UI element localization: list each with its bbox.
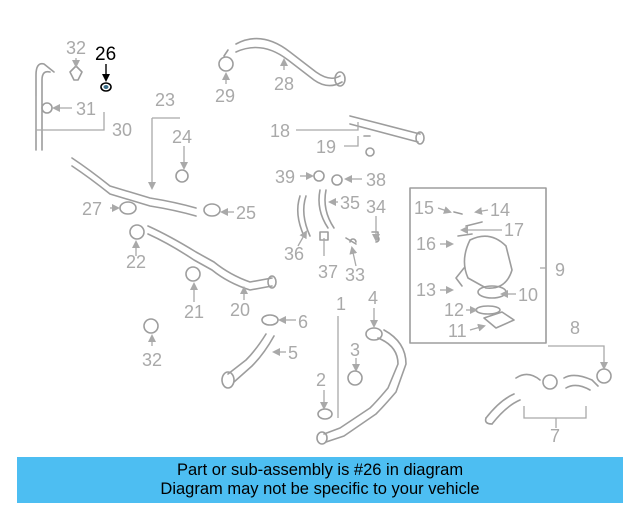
callout-label: 5	[288, 343, 298, 363]
callout-label: 1	[336, 294, 346, 314]
clamp-24	[175, 169, 189, 183]
clamp-32-top	[69, 65, 83, 81]
thermostat-housing-box	[409, 187, 547, 344]
callout-label: 4	[368, 288, 378, 308]
clamp-27	[119, 201, 137, 215]
callout-label: 14	[490, 200, 510, 220]
clamp-39	[313, 170, 325, 182]
callout-label: 18	[270, 121, 290, 141]
hose-8a	[485, 373, 541, 425]
callout-label: 15	[414, 198, 434, 218]
clamp-29	[218, 49, 234, 72]
callout-label: 25	[236, 203, 256, 223]
callout-label: 22	[126, 252, 146, 272]
clamp-38	[331, 174, 343, 186]
callout-label: 38	[366, 170, 386, 190]
callout-label: 37	[318, 262, 338, 282]
banner-line-part: Part or sub-assembly is #26 in diagram	[176, 461, 464, 479]
hose-35	[318, 189, 335, 229]
callout-label: 28	[274, 74, 294, 94]
callout-label: 17	[504, 220, 524, 240]
callout-labels: 32 26 28 29 31 30 23 24 18 19 39 38 27 2…	[66, 38, 580, 446]
hose-5	[227, 333, 275, 383]
callout-label: 24	[172, 127, 192, 147]
callout-label: 11	[448, 321, 467, 341]
info-banner: Part or sub-assembly is #26 in diagram D…	[17, 457, 623, 503]
callout-label: 36	[284, 244, 304, 264]
callout-label: 39	[275, 167, 295, 187]
banner-line-disclaimer: Diagram may not be specific to your vehi…	[160, 480, 480, 498]
callout-label: 32	[66, 38, 86, 58]
callout-label: 29	[215, 86, 235, 106]
leader-lines	[35, 58, 608, 428]
hose-20	[147, 225, 273, 283]
part-33	[345, 237, 357, 245]
clamp-32-bottom	[143, 318, 159, 334]
callout-label: 31	[76, 99, 96, 119]
clamp-4	[365, 327, 383, 341]
callout-label: 3	[350, 340, 360, 360]
clamp-25	[203, 203, 221, 217]
thermostat-housing	[463, 235, 513, 289]
clamp-3	[347, 370, 363, 386]
clamp-31	[41, 102, 53, 114]
part-37	[319, 231, 329, 241]
highlighted-part-26	[100, 82, 112, 92]
callout-label: 27	[82, 199, 102, 219]
callout-label: 13	[416, 280, 436, 300]
callout-label: 30	[112, 120, 132, 140]
clamp-8a	[542, 374, 558, 390]
callout-label: 7	[550, 426, 560, 446]
callout-label-highlighted: 26	[95, 44, 116, 65]
callout-label: 10	[518, 285, 538, 305]
clamp-6	[261, 314, 279, 326]
callout-label: 33	[345, 265, 365, 285]
hose-8b	[563, 374, 599, 391]
callout-label: 32	[142, 350, 162, 370]
callout-label: 21	[184, 302, 204, 322]
callout-label: 19	[316, 137, 336, 157]
callout-label: 12	[444, 300, 464, 320]
hose-23	[71, 157, 197, 209]
callout-label: 20	[230, 300, 250, 320]
callout-label: 16	[416, 234, 436, 254]
hose-36	[296, 195, 311, 237]
parts-diagram: 32 26 28 29 31 30 23 24 18 19 39 38 27 2…	[35, 37, 612, 446]
clamp-22	[129, 224, 145, 240]
callout-label: 8	[570, 318, 580, 338]
clamp-2	[317, 408, 333, 420]
clamp-8b	[596, 368, 612, 384]
breather-pipe	[35, 62, 55, 151]
callout-label: 9	[555, 260, 565, 280]
clamp-21	[185, 266, 201, 282]
callout-label: 23	[155, 90, 175, 110]
callout-label: 2	[316, 370, 326, 390]
callout-label: 34	[366, 197, 386, 217]
callout-label: 35	[340, 193, 360, 213]
callout-label: 6	[298, 312, 308, 332]
hose-28	[235, 37, 341, 80]
hose-lower	[323, 337, 399, 435]
pipe-18	[349, 115, 421, 143]
